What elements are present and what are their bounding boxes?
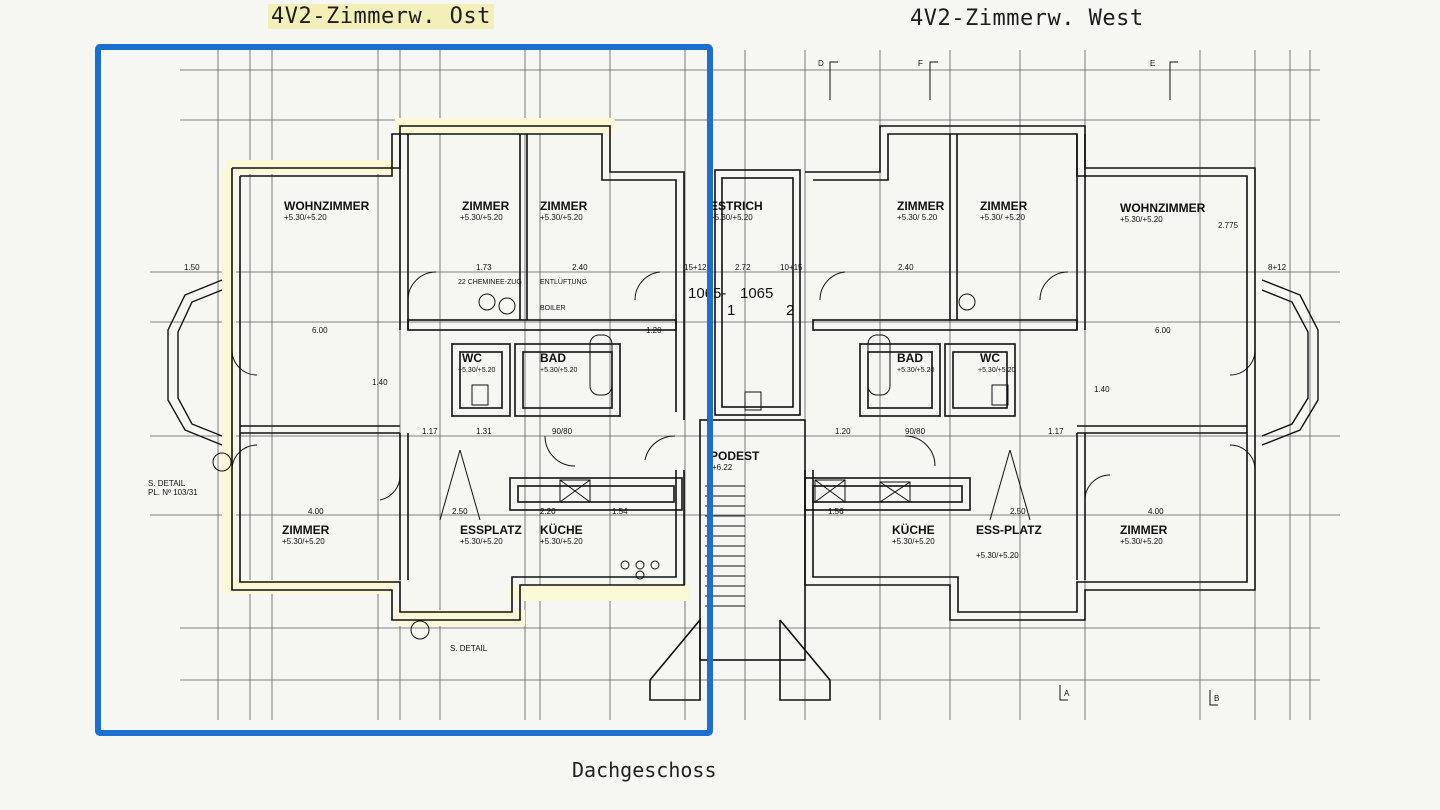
dim-label: 2.50 — [452, 507, 468, 516]
room-dims-east-bad: +5.30/+5.20 — [540, 367, 577, 374]
east-unit-header: 4V2-Zimmerw. Ost — [268, 4, 494, 29]
construction-grid — [150, 50, 1340, 720]
room-name-west-essplatz: ESS-PLATZ — [976, 523, 1042, 537]
dim-label: 2.50 — [1010, 507, 1026, 516]
room-name-west-wc: WC — [980, 351, 1000, 365]
section-marker-d: D — [818, 59, 824, 68]
room-dims-east-wohnzimmer: +5.30/+5.20 — [284, 213, 327, 222]
room-dims-east-essplatz: +5.30/+5.20 — [460, 537, 503, 546]
dim-label: 4.00 — [308, 507, 324, 516]
dim-label: 1.56 — [828, 507, 844, 516]
room-dims-east-zimmer-1: +5.30/+5.20 — [460, 213, 503, 222]
floor-label: Dachgeschoss — [572, 758, 717, 782]
room-name-east-essplatz: ESSPLATZ — [460, 523, 522, 537]
room-labels: WOHNZIMMER +5.30/+5.20 ZIMMER +5.30/+5.2… — [282, 199, 1206, 560]
dim-label: 1.17 — [1048, 427, 1064, 436]
room-dims-east-zimmer-3: +5.30/+5.20 — [282, 537, 325, 546]
room-name-estrich: ESTRICH — [710, 199, 763, 213]
dim-label: 2.72 — [735, 263, 751, 272]
dim-label: 1.50 — [184, 263, 200, 272]
dim-label: 6.00 — [1155, 326, 1171, 335]
room-name-west-zimmer-2: ZIMMER — [980, 199, 1028, 213]
room-name-west-zimmer-1: ZIMMER — [897, 199, 945, 213]
unit-number-right: 2 — [786, 302, 794, 319]
door-swings — [231, 271, 1256, 521]
dim-label: 6.00 — [312, 326, 328, 335]
dim-label: 2.20 — [540, 507, 556, 516]
annotations: S. DETAIL PL. Nº 103/31 S. DETAIL 22 CHE… — [148, 278, 587, 653]
room-dims-west-bad: +5.30/+5.20 — [897, 367, 934, 374]
room-name-west-wohnzimmer: WOHNZIMMER — [1120, 201, 1206, 215]
room-dims-estrich: +5.30/+5.20 — [710, 213, 753, 222]
unit-number-left: 1 — [727, 302, 735, 319]
section-marker-a: A — [1064, 689, 1070, 698]
room-name-east-kueche: KÜCHE — [540, 522, 583, 537]
section-marker-b: B — [1214, 694, 1219, 703]
room-name-east-zimmer-1: ZIMMER — [462, 199, 510, 213]
boiler-note: BOILER — [540, 305, 566, 312]
room-dims-west-kueche: +5.30/+5.20 — [892, 537, 935, 546]
detail-note-left: S. DETAIL — [148, 479, 186, 488]
room-dims-west-zimmer-2: +5.30/ +5.20 — [980, 213, 1025, 222]
dim-label: 15+12 — [684, 263, 707, 272]
detail-note-bottom: S. DETAIL — [450, 644, 488, 653]
fixtures — [212, 293, 1009, 640]
room-dims-west-wc: +5.30/+5.20 — [978, 367, 1015, 374]
dim-label: 1.54 — [612, 507, 628, 516]
room-dims-east-zimmer-2: +5.30/+5.20 — [540, 213, 583, 222]
dim-label: 10+15 — [780, 263, 803, 272]
unit-code-right: 1065 — [740, 285, 773, 302]
room-name-east-wc: WC — [462, 351, 482, 365]
room-name-west-bad: BAD — [897, 351, 923, 365]
bay-windows — [167, 279, 1319, 446]
detail-note-left-ref: PL. Nº 103/31 — [148, 488, 198, 497]
room-name-east-bad: BAD — [540, 351, 566, 365]
dim-label: 1.20 — [835, 427, 851, 436]
section-marker-f: F — [918, 59, 923, 68]
room-name-east-zimmer-2: ZIMMER — [540, 199, 588, 213]
section-marker-labels: D F E A B — [818, 59, 1219, 703]
dim-label: 1.20 — [646, 326, 662, 335]
east-unit-highlight-frame — [95, 44, 713, 736]
dimension-labels: 1.50 6.00 1.73 2.40 15+12 2.72 10+15 2.4… — [184, 221, 1287, 516]
dim-label: 2.775 — [1218, 221, 1239, 230]
dim-label: 1.40 — [1094, 385, 1110, 394]
dim-label: 90/80 — [905, 427, 926, 436]
room-dims-east-kueche: +5.30/+5.20 — [540, 537, 583, 546]
room-dims-west-zimmer-3: +5.30/+5.20 — [1120, 537, 1163, 546]
room-name-podest: PODEST — [710, 449, 760, 463]
dim-label: 2.40 — [898, 263, 914, 272]
dim-label: 1.73 — [476, 263, 492, 272]
west-unit-header: 4V2-Zimmerw. West — [910, 6, 1144, 31]
room-dims-east-wc: +5.30/+5.20 — [458, 367, 495, 374]
section-markers — [829, 61, 1218, 706]
room-name-west-kueche: KÜCHE — [892, 522, 935, 537]
chimney-note: 22 CHEMINEE-ZUG — [458, 279, 522, 286]
dim-label: 90/80 — [552, 427, 573, 436]
dim-label: 4.00 — [1148, 507, 1164, 516]
dim-label: 1.40 — [372, 378, 388, 387]
vent-note: ENTLÜFTUNG — [540, 278, 587, 286]
dim-label: 1.31 — [476, 427, 492, 436]
room-name-east-wohnzimmer: WOHNZIMMER — [284, 199, 370, 213]
dim-label: 8+12 — [1268, 263, 1287, 272]
room-name-east-zimmer-3: ZIMMER — [282, 523, 330, 537]
room-dims-west-essplatz: +5.30/+5.20 — [976, 551, 1019, 560]
section-marker-e: E — [1150, 59, 1155, 68]
room-name-west-zimmer-3: ZIMMER — [1120, 523, 1168, 537]
walls — [231, 125, 1256, 701]
room-dims-west-zimmer-1: +5.30/ 5.20 — [897, 213, 938, 222]
dim-label: 2.40 — [572, 263, 588, 272]
room-dims-west-wohnzimmer: +5.30/+5.20 — [1120, 215, 1163, 224]
room-dims-podest: +6.22 — [712, 463, 733, 472]
dim-label: 1.17 — [422, 427, 438, 436]
